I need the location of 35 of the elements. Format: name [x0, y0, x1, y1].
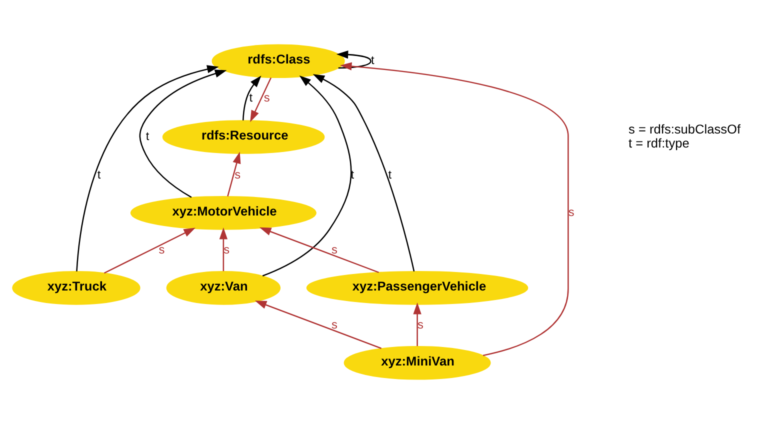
edge-label: s: [418, 318, 424, 332]
edge-label: t: [370, 53, 374, 68]
node-ellipse: xyz:Van: [166, 270, 281, 305]
edge-label: t: [249, 90, 253, 105]
edge-label: s: [264, 90, 270, 105]
arrow: [340, 62, 569, 356]
edge-label: s: [332, 318, 338, 332]
arrow: [76, 65, 219, 272]
edge-label: t: [350, 168, 354, 182]
edge-label: s: [332, 242, 338, 257]
node-ellipse: xyz:MiniVan: [344, 346, 491, 380]
label: s = rdfs:subClassOf: [628, 122, 741, 137]
node-ellipse: xyz:MotorVehicle: [130, 196, 316, 230]
node-ellipse: xyz:PassengerVehicle: [306, 270, 528, 305]
arrow: [242, 76, 262, 120]
arrow: [262, 76, 352, 276]
edge-label: t: [97, 168, 101, 182]
arrow: [254, 300, 382, 349]
edge-label: t: [146, 129, 150, 144]
arrow: [139, 70, 227, 198]
edge-label: s: [224, 242, 230, 257]
edge-label: s: [234, 168, 241, 182]
arrow: [219, 227, 228, 272]
edge-label: s: [158, 242, 165, 257]
edge-label: t: [388, 168, 392, 182]
arrow: [336, 50, 372, 69]
label: t = rdf:type: [628, 135, 690, 150]
arrow: [312, 74, 415, 272]
node-ellipse: rdfs:Resource: [162, 120, 325, 154]
arrow: [413, 302, 422, 346]
node-ellipse: xyz:Truck: [12, 270, 140, 305]
arrow: [227, 152, 241, 196]
arrow: [250, 77, 272, 122]
arrow: [259, 227, 379, 274]
arrow: [104, 228, 196, 274]
